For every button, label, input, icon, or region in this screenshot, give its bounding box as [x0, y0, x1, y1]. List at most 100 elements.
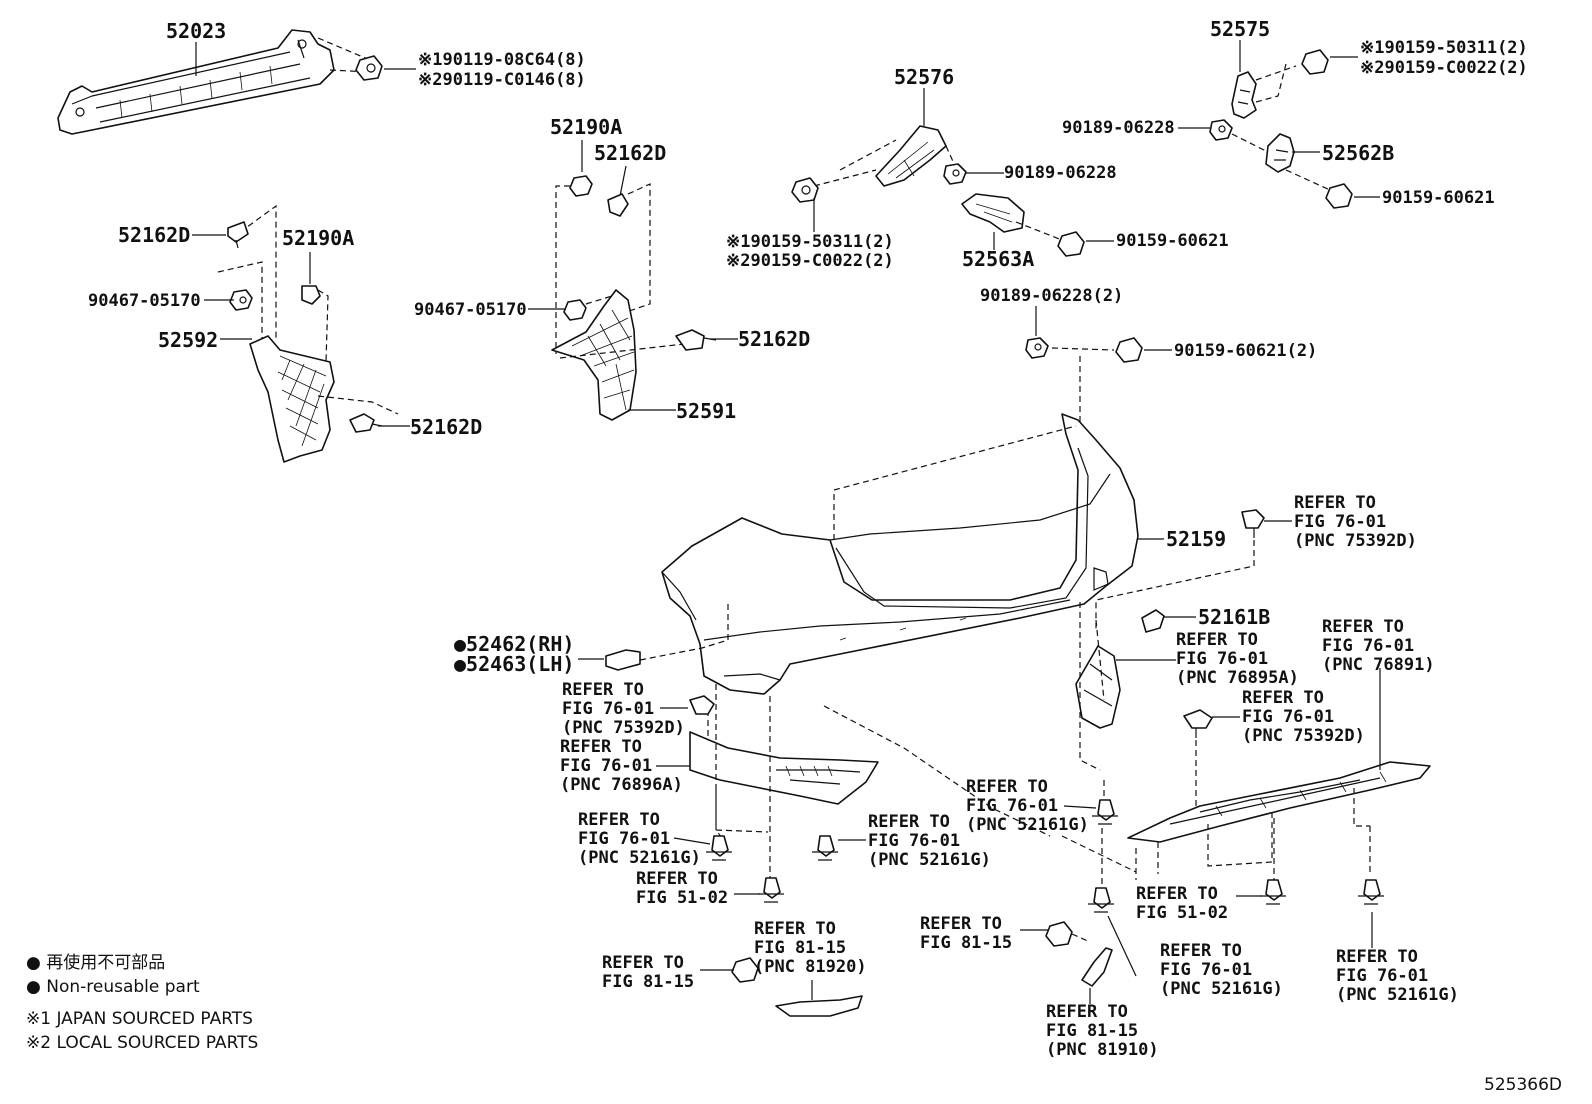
legend-japan-sourced: ※1 JAPAN SOURCED PARTS: [26, 1009, 253, 1029]
bolt-icon: [1325, 183, 1353, 209]
legend-local-sourced: ※2 LOCAL SOURCED PARTS: [26, 1033, 258, 1053]
ref-line: (PNC 75392D): [562, 718, 685, 738]
ref-line: FIG 76-01: [578, 829, 670, 849]
nut-icon: [563, 299, 587, 321]
rear-bumper-reinforcement: [57, 29, 335, 135]
clip-icon: [607, 193, 629, 217]
ref-line: FIG 76-01: [1242, 707, 1334, 727]
ref-line: FIG 76-01: [560, 756, 652, 776]
label-90467: 90467-05170: [414, 300, 527, 320]
label-90467: 90467-05170: [88, 291, 201, 311]
ref-line: (PNC 81920): [754, 957, 867, 977]
bolt-icon: [731, 957, 759, 983]
nut-icon: [943, 163, 967, 185]
clip-icon: [301, 285, 321, 305]
ref-line: (PNC 76896A): [560, 775, 683, 795]
rear-bumper-bracket-center: [551, 289, 637, 421]
label-52462: ●52462(RH): [454, 632, 574, 656]
ref-line: REFER TO: [1136, 884, 1218, 904]
label-52592: 52592: [158, 328, 218, 352]
ref-line: REFER TO: [1242, 688, 1324, 708]
ref-line: REFER TO: [1160, 941, 1242, 961]
bolt-icon: [1045, 921, 1073, 947]
bolt-icon: [1057, 231, 1085, 257]
ref-line: REFER TO: [920, 914, 1002, 934]
label-bolt-b1: ※190159-50311(2): [726, 232, 894, 252]
label-52161b: 52161B: [1198, 605, 1270, 629]
ref-line: (PNC 81910): [1046, 1040, 1159, 1060]
ref-line: (PNC 75392D): [1242, 726, 1365, 746]
ref-line: FIG 76-01: [1336, 966, 1428, 986]
ref-line: (PNC 52161G): [578, 848, 701, 868]
push-rivet-icon: [812, 835, 838, 861]
ref-line: REFER TO: [1176, 630, 1258, 650]
ref-line: FIG 76-01: [1176, 649, 1268, 669]
ref-line: FIG 76-01: [1160, 960, 1252, 980]
label-52190a: 52190A: [282, 226, 354, 250]
push-rivet-icon: [1260, 879, 1286, 905]
clip-icon: [1241, 509, 1265, 538]
bolt-icon: [355, 55, 383, 81]
clip-icon: [689, 695, 715, 715]
ref-line: (PNC 52161G): [1336, 985, 1459, 1005]
ref-line: (PNC 76891): [1322, 655, 1435, 675]
nut-icon: [569, 175, 593, 197]
label-90159-2: 90159-60621(2): [1174, 341, 1317, 361]
rear-bumper-side-extension: [1075, 645, 1121, 729]
ref-line: FIG 81-15: [754, 938, 846, 958]
nut-icon: [1209, 119, 1233, 141]
ref-line: REFER TO: [966, 777, 1048, 797]
legend-non-reusable-en: ● Non-reusable part: [26, 977, 200, 997]
bolt-icon: [1115, 337, 1143, 363]
ref-line: REFER TO: [1294, 493, 1376, 513]
label-52162d: 52162D: [118, 223, 190, 247]
rear-bumper-lower-spoiler-left: [689, 731, 879, 805]
ref-line: REFER TO: [1336, 947, 1418, 967]
ref-line: REFER TO: [602, 953, 684, 973]
label-52190a: 52190A: [550, 115, 622, 139]
legend: ● 再使用不可部品 ● Non-reusable part ※1 JAPAN S…: [26, 952, 258, 1053]
ref-line: FIG 51-02: [636, 888, 728, 908]
clip-icon: [1183, 709, 1213, 738]
rear-reflector-right: [1081, 947, 1113, 987]
label-90189: 90189-06228: [1062, 118, 1175, 138]
ref-line: FIG 76-01: [966, 796, 1058, 816]
nut-icon: [229, 289, 253, 311]
label-52159: 52159: [1166, 527, 1226, 551]
label-52023: 52023: [166, 19, 226, 43]
ref-line: FIG 76-01: [1322, 636, 1414, 656]
clip-icon: [349, 413, 383, 433]
ref-line: FIG 81-15: [1046, 1021, 1138, 1041]
label-52562b: 52562B: [1322, 141, 1394, 165]
rear-bumper-bracket-left: [249, 335, 335, 463]
ref-line: FIG 76-01: [868, 831, 960, 851]
label-90189-2: 90189-06228(2): [980, 286, 1123, 306]
label-90159: 90159-60621: [1116, 231, 1229, 251]
ref-line: (PNC 76895A): [1176, 668, 1299, 688]
label-bolt-a2: ※290119-C0146(8): [418, 70, 586, 90]
push-rivet-icon: [1358, 879, 1384, 905]
label-52162d: 52162D: [738, 327, 810, 351]
rear-reflector-left: [775, 995, 863, 1017]
ref-line: (PNC 75392D): [1294, 531, 1417, 551]
label-bolt-b2: ※290159-C0022(2): [726, 251, 894, 271]
ref-line: FIG 51-02: [1136, 903, 1228, 923]
push-rivet-icon: [1088, 887, 1114, 913]
label-90189: 90189-06228: [1004, 163, 1117, 183]
label-90159: 90159-60621: [1382, 188, 1495, 208]
ref-line: FIG 81-15: [920, 933, 1012, 953]
label-bolt-a1: ※190119-08C64(8): [418, 50, 586, 70]
ref-line: FIG 76-01: [562, 699, 654, 719]
label-52162d: 52162D: [410, 415, 482, 439]
diagram-code: 525366D: [1484, 1075, 1562, 1095]
rear-bumper-pad: [605, 649, 641, 671]
push-rivet-icon: [1092, 799, 1118, 825]
ref-line: REFER TO: [578, 810, 660, 830]
bumper-hole-cover: [1141, 609, 1165, 633]
ref-line: REFER TO: [560, 737, 642, 757]
rear-bumper-side-retainer: [875, 125, 947, 187]
ref-line: (PNC 52161G): [868, 850, 991, 870]
ref-line: REFER TO: [562, 680, 644, 700]
